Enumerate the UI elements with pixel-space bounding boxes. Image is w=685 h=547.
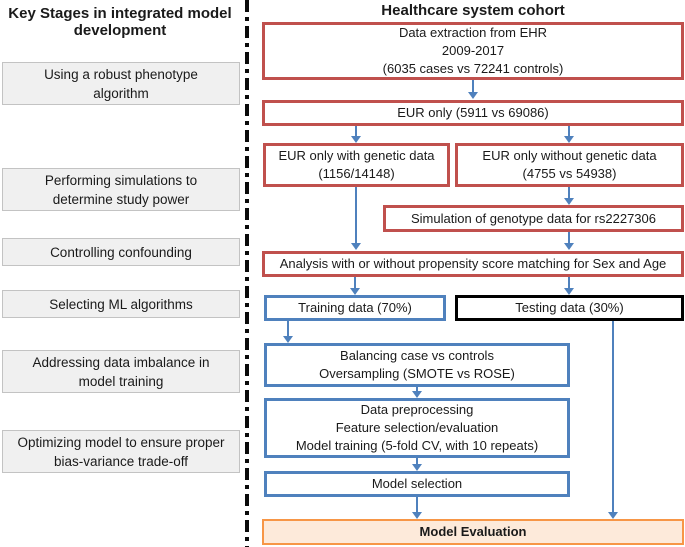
- node-data-extraction: Data extraction from EHR 2009-2017 (6035…: [262, 22, 684, 80]
- node-text-line: Feature selection/evaluation: [335, 420, 499, 435]
- node-propensity-analysis: Analysis with or without propensity scor…: [262, 251, 684, 277]
- arrow-training-to-balancing-icon: [283, 321, 293, 343]
- node-model-evaluation: Model Evaluation: [262, 519, 684, 545]
- node-model-selection: Model selection: [264, 471, 570, 497]
- node-preprocessing: Data preprocessing Feature selection/eva…: [264, 398, 570, 458]
- node-text-line: EUR only without genetic data: [482, 148, 657, 163]
- node-text-line: Data extraction from EHR: [398, 25, 548, 40]
- stage-simulations-study-power: Performing simulations to determine stud…: [2, 168, 240, 211]
- node-text-line: (6035 cases vs 72241 controls): [382, 61, 564, 76]
- node-eur-without-genetic: EUR only without genetic data (4755 vs 5…: [455, 143, 684, 187]
- stage-phenotype-algorithm: Using a robust phenotype algorithm: [2, 62, 240, 105]
- right-panel-title: Healthcare system cohort: [381, 2, 565, 19]
- node-text-line: Oversampling (SMOTE vs ROSE): [319, 366, 515, 381]
- arrow-withgenetic-to-analysis-icon: [351, 187, 361, 250]
- arrow-preprocessing-to-selection-icon: [412, 458, 422, 471]
- arrow-euronly-to-withoutgenetic-icon: [564, 126, 574, 143]
- dashed-divider: [245, 0, 249, 547]
- node-text-line: Model training (5-fold CV, with 10 repea…: [295, 438, 539, 453]
- arrow-withoutgenetic-to-simulation-icon: [564, 187, 574, 205]
- arrow-testing-to-evaluation-icon: [608, 321, 618, 519]
- node-text-line: Balancing case vs controls: [340, 348, 494, 363]
- left-panel-title: Key Stages in integrated model developme…: [8, 5, 232, 39]
- node-eur-with-genetic: EUR only with genetic data (1156/14148): [263, 143, 450, 187]
- node-text-line: Data preprocessing: [360, 402, 474, 417]
- node-text-line: EUR only with genetic data: [278, 148, 435, 163]
- arrow-simulation-to-analysis-icon: [564, 232, 574, 250]
- stage-selecting-ml-algorithms: Selecting ML algorithms: [2, 290, 240, 318]
- node-training-data: Training data (70%): [264, 295, 446, 321]
- node-text-line: (4755 vs 54938): [522, 166, 617, 181]
- arrow-extraction-to-euronly-icon: [468, 80, 478, 99]
- arrow-analysis-to-training-icon: [350, 277, 360, 295]
- stage-controlling-confounding: Controlling confounding: [2, 238, 240, 266]
- arrow-selection-to-evaluation-icon: [412, 497, 422, 519]
- stage-bias-variance: Optimizing model to ensure proper bias-v…: [2, 430, 240, 473]
- arrow-balancing-to-preprocessing-icon: [412, 387, 422, 398]
- arrow-euronly-to-withgenetic-icon: [351, 126, 361, 143]
- stage-data-imbalance: Addressing data imbalance in model train…: [2, 350, 240, 393]
- node-simulation-genotype: Simulation of genotype data for rs222730…: [383, 205, 684, 232]
- arrow-analysis-to-testing-icon: [564, 277, 574, 295]
- node-testing-data: Testing data (30%): [455, 295, 684, 321]
- node-text-line: 2009-2017: [441, 43, 505, 58]
- node-text-line: (1156/14148): [318, 166, 395, 181]
- node-eur-only: EUR only (5911 vs 69086): [262, 100, 684, 126]
- node-balancing: Balancing case vs controls Oversampling …: [264, 343, 570, 387]
